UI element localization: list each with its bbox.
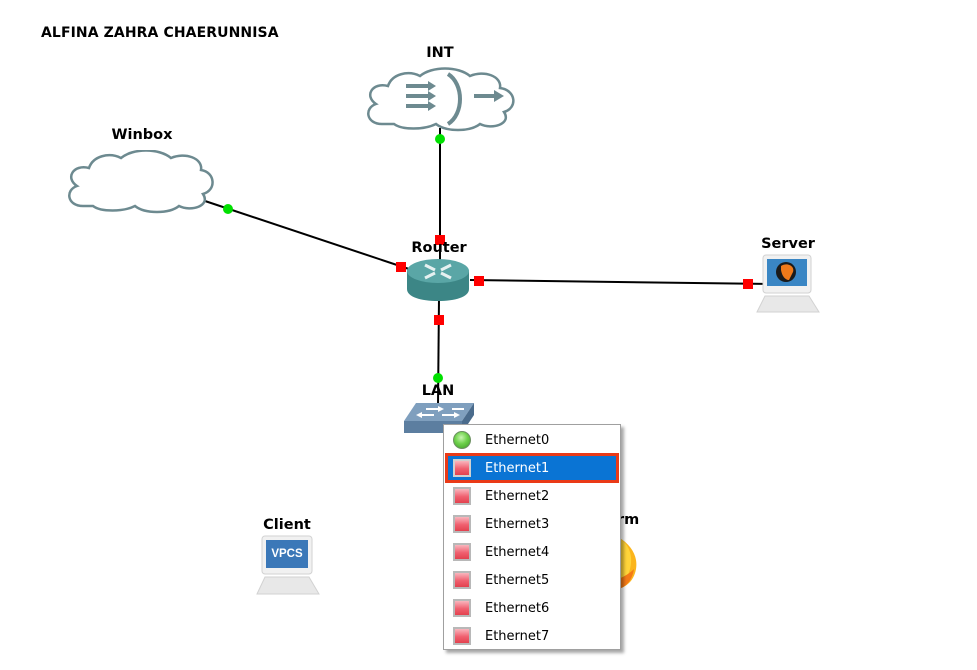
link-router-server[interactable] <box>469 279 769 285</box>
link-status-up <box>223 204 233 214</box>
port-free-icon <box>453 627 471 645</box>
port-free-icon <box>453 599 471 617</box>
topology-title: ALFINA ZAHRA CHAERUNNISA <box>41 25 279 41</box>
link-status-down <box>396 262 406 272</box>
menu-item-ethernet0[interactable]: Ethernet0 <box>445 426 619 454</box>
menu-item-ethernet5[interactable]: Ethernet5 <box>445 566 619 594</box>
link-winbox-router[interactable] <box>204 200 413 271</box>
port-selection-menu: Ethernet0 Ethernet1 Ethernet2 Ethernet3 … <box>443 424 621 650</box>
menu-item-ethernet6[interactable]: Ethernet6 <box>445 594 619 622</box>
router-icon[interactable] <box>405 255 471 303</box>
firefox-icon[interactable] <box>618 535 638 591</box>
node-label-winbox: Winbox <box>111 127 173 143</box>
menu-item-ethernet3[interactable]: Ethernet3 <box>445 510 619 538</box>
menu-item-ethernet4[interactable]: Ethernet4 <box>445 538 619 566</box>
cloud-nat-icon[interactable] <box>362 66 518 132</box>
link-status-down <box>434 315 444 325</box>
node-label-router: Router <box>411 240 467 256</box>
port-free-icon <box>453 543 471 561</box>
cloud-icon[interactable] <box>63 150 215 214</box>
link-status-down <box>474 276 484 286</box>
node-label-client: Client <box>263 517 311 533</box>
node-label-int: INT <box>426 45 454 61</box>
node-label-server: Server <box>761 236 815 252</box>
node-label-lan: LAN <box>421 383 455 399</box>
link-status-down <box>435 235 445 245</box>
port-connected-icon <box>453 431 471 449</box>
link-status-up <box>435 134 445 144</box>
menu-item-ethernet1[interactable]: Ethernet1 <box>445 453 619 483</box>
port-free-icon <box>453 487 471 505</box>
qemu-server-icon[interactable] <box>755 254 821 314</box>
port-free-icon <box>453 459 471 477</box>
node-label-partial: rm <box>617 512 640 528</box>
link-status-down <box>743 279 753 289</box>
vpcs-icon[interactable]: VPCS <box>255 535 321 595</box>
menu-item-ethernet7[interactable]: Ethernet7 <box>445 622 619 650</box>
menu-item-ethernet2[interactable]: Ethernet2 <box>445 482 619 510</box>
port-free-icon <box>453 571 471 589</box>
port-free-icon <box>453 515 471 533</box>
link-status-up <box>433 373 443 383</box>
vpcs-screen-text: VPCS <box>271 548 303 560</box>
